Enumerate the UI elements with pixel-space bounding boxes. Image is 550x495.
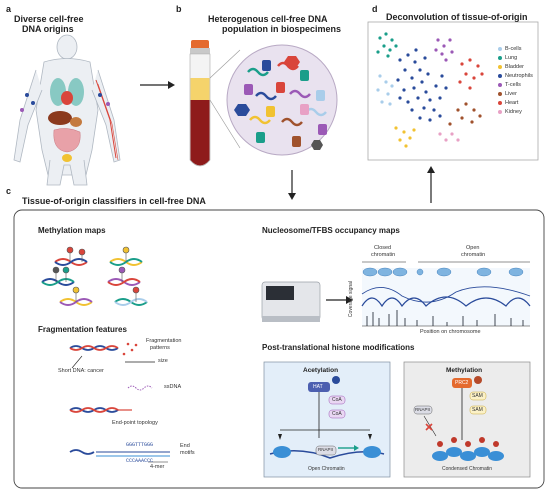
end-motif-seq2: CCCAAACCC: [126, 458, 154, 464]
legend-label-bcells: B-cells: [505, 45, 522, 52]
tsne-scatter: [376, 32, 484, 148]
legend-swatch-kidney: [498, 109, 502, 114]
panel-d-label: d: [372, 4, 378, 14]
panel-b-title-line1: Heterogenous cell-free DNA: [208, 14, 328, 24]
methyl-rnap-label: RNAPII: [415, 407, 431, 412]
panel-b-label: b: [176, 4, 182, 14]
acetyl-coa2-label: CoA: [332, 411, 342, 417]
open-chromatin-caption: Open Chromatin: [308, 466, 345, 472]
sam2-label: SAM: [472, 407, 483, 413]
methyl-markers: [52, 246, 140, 302]
end-motifs-line1: End: [180, 443, 190, 449]
sam1-label: SAM: [472, 393, 483, 399]
legend-label-liver: Liver: [505, 90, 517, 97]
panel-c-title: Tissue-of-origin classifiers in cell-fre…: [22, 196, 206, 206]
legend-swatch-lung: [498, 55, 502, 60]
fragmentation-title: Fragmentation features: [38, 325, 127, 334]
nucleosome-title: Nucleosome/TFBS occupancy maps: [262, 226, 400, 235]
legend-label-tcells: T-cells: [505, 81, 521, 88]
methylation-illustration: [413, 376, 504, 461]
acetylation-title: Acetylation: [303, 367, 339, 374]
panel-b-title-line2: population in biospecimens: [222, 24, 342, 34]
panel-a-label: a: [6, 4, 12, 14]
four-mer-label: 4-mer: [150, 464, 165, 470]
legend-swatch-tcells: [498, 82, 502, 87]
legend-swatch-bcells: [498, 46, 502, 51]
closed-chromatin-line2: chromatin: [371, 252, 396, 258]
panel-c-label: c: [6, 186, 12, 196]
closed-chromatin-line1: Closed: [374, 245, 392, 251]
end-motif-seq1: GGGTTTGGG: [126, 442, 154, 448]
short-dna-label: Short DNA: cancer: [58, 368, 104, 374]
hat-label: HAT: [313, 384, 323, 390]
tsne-legend: B-cells Lung Bladder Neutrophils T-cells…: [498, 44, 533, 116]
fragment-size-label: size: [158, 358, 168, 364]
legend-label-lung: Lung: [505, 54, 518, 61]
acetylation-box: [263, 361, 391, 478]
open-chromatin-line1: Open: [466, 245, 480, 251]
acetylation-illustration: [269, 376, 385, 459]
fragmentation-illustration: [69, 342, 170, 463]
legend-swatch-bladder: [498, 64, 502, 69]
condensed-chromatin-caption: Condensed Chromatin: [442, 466, 493, 472]
methylation-ptm-title: Methylation: [446, 367, 483, 374]
end-motifs-line2: motifs: [180, 450, 195, 456]
panel-a-title-line2: DNA origins: [22, 24, 74, 34]
blood-tube-illustration: [189, 40, 241, 167]
open-chromatin-line2: chromatin: [461, 252, 486, 258]
prc2-label: PRC2: [455, 380, 469, 386]
legend-label-neutrophils: Neutrophils: [505, 72, 533, 79]
ssdna-label: ssDNA: [164, 384, 182, 390]
fragmentation-patterns-line1: Fragmentation: [146, 338, 182, 344]
acetyl-coa1-label: CoA: [332, 397, 342, 403]
acetyl-rnap-label: RNAPII: [318, 447, 334, 452]
position-axis-label: Position on chromosome: [420, 329, 481, 335]
legend-label-heart: Heart: [505, 99, 519, 106]
fragmentation-patterns-line2: patterns: [150, 345, 170, 351]
human-body-illustration: [13, 34, 121, 186]
methylation-maps-title: Methylation maps: [38, 226, 106, 235]
legend-swatch-heart: [498, 100, 502, 105]
coverage-plot: [361, 261, 531, 327]
coverage-signal-axis-label: Coverage signal: [348, 280, 355, 318]
panel-d-title: Deconvolution of tissue-of-origin: [386, 12, 528, 22]
legend-swatch-liver: [498, 91, 502, 96]
endpoint-topology-label: End-point topology: [112, 420, 158, 426]
ptm-title: Post-translational histone modifications: [262, 343, 415, 352]
legend-label-bladder: Bladder: [505, 63, 524, 70]
sequencer-icon: [261, 281, 321, 322]
panel-a-title-line1: Diverse cell-free: [14, 14, 84, 24]
cfdna-zoom-circle: [226, 44, 338, 156]
legend-swatch-neutrophils: [498, 73, 502, 78]
legend-label-kidney: Kidney: [505, 108, 522, 115]
